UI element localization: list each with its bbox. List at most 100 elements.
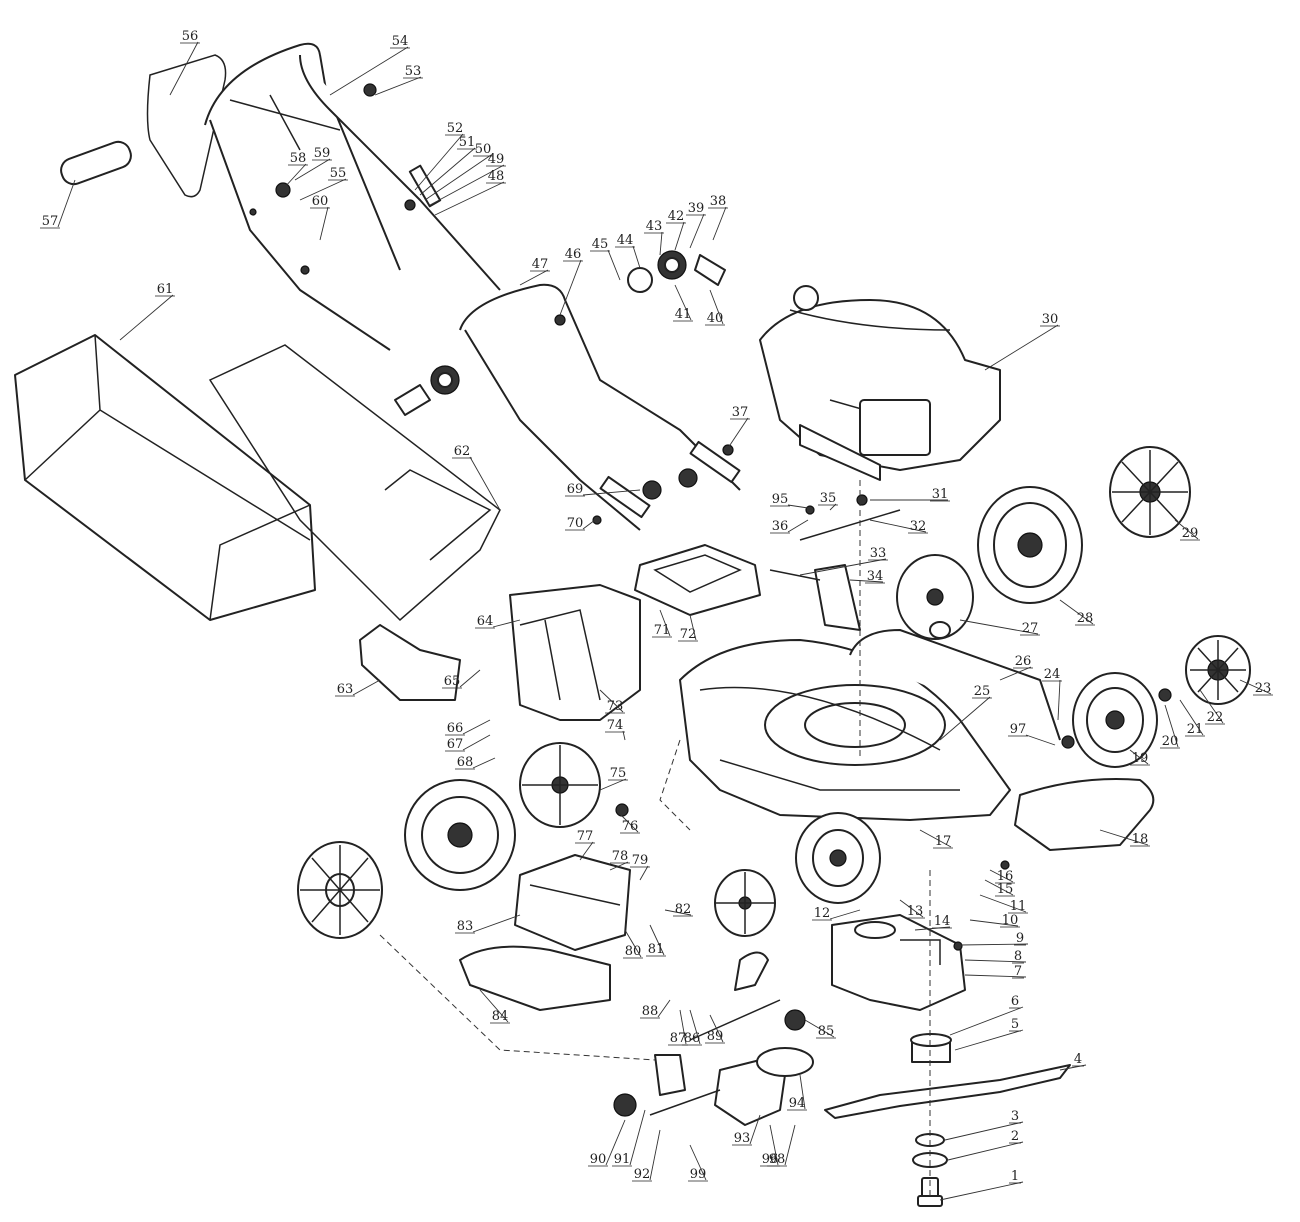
callout-84: 84 (492, 1009, 509, 1024)
leader-line-5 (954, 1029, 1024, 1051)
callout-78: 78 (612, 849, 629, 864)
leader-line-9 (959, 943, 1029, 946)
callout-17: 17 (935, 834, 952, 849)
callout-72: 72 (680, 627, 697, 642)
leader-line-85 (804, 1019, 835, 1038)
leader-line-34 (849, 579, 884, 583)
callout-67: 67 (447, 737, 464, 752)
callout-48: 48 (488, 169, 505, 184)
leader-line-26 (999, 666, 1032, 681)
callout-43: 43 (646, 219, 663, 234)
leader-line-56 (169, 41, 199, 96)
callout-12: 12 (814, 906, 831, 921)
leader-line-32 (869, 519, 927, 533)
leader-line-58 (283, 163, 307, 189)
callout-85: 85 (818, 1024, 835, 1039)
leader-line-17 (919, 829, 952, 848)
callout-42: 42 (668, 209, 685, 224)
callout-90: 90 (590, 1152, 607, 1167)
leader-line-48 (434, 181, 505, 216)
leader-line-13 (899, 899, 924, 918)
callout-39: 39 (688, 201, 705, 216)
callout-99: 99 (690, 1167, 707, 1182)
leader-line-2 (947, 1141, 1024, 1161)
callout-46: 46 (565, 247, 582, 262)
callout-58: 58 (290, 151, 307, 166)
parts-drawing (14, 42, 1251, 1207)
callout-34: 34 (867, 569, 884, 584)
callout-26: 26 (1015, 654, 1032, 669)
foam-grip-57 (60, 140, 132, 186)
callout-49: 49 (488, 152, 505, 167)
leader-line-62 (469, 456, 501, 511)
leader-line-72 (689, 614, 697, 641)
mower-deck-25 (679, 639, 1011, 821)
leader-line-39 (689, 213, 705, 249)
callout-16: 16 (997, 869, 1014, 884)
callout-35: 35 (820, 491, 837, 506)
leader-line-50 (424, 154, 492, 201)
callout-21: 21 (1187, 722, 1204, 737)
callout-54: 54 (392, 34, 409, 49)
leader-line-21 (1179, 699, 1204, 736)
leader-line-20 (1164, 704, 1179, 748)
front-wheels (297, 742, 881, 939)
leader-line-82 (664, 909, 692, 916)
callout-20: 20 (1162, 734, 1179, 749)
callout-59: 59 (314, 146, 331, 161)
leader-line-84 (479, 989, 509, 1023)
callout-68: 68 (457, 755, 474, 770)
callout-4: 4 (1074, 1052, 1082, 1067)
callout-38: 38 (710, 194, 727, 209)
leader-lines (57, 41, 1272, 1201)
callout-94: 94 (789, 1096, 806, 1111)
callout-50: 50 (475, 142, 492, 157)
callout-93: 93 (734, 1131, 751, 1146)
callout-52: 52 (447, 121, 464, 136)
leader-line-73 (599, 689, 624, 713)
callout-89: 89 (707, 1029, 724, 1044)
callout-32: 32 (910, 519, 927, 534)
callout-92: 92 (634, 1167, 651, 1182)
leader-line-46 (559, 259, 582, 316)
leader-line-60 (319, 206, 329, 241)
callout-8: 8 (1014, 949, 1022, 964)
callout-28: 28 (1077, 611, 1094, 626)
leader-line-33 (799, 558, 887, 576)
leader-line-19 (1129, 749, 1149, 765)
leader-line-14 (914, 926, 951, 931)
leader-line-28 (1059, 599, 1094, 625)
callout-19: 19 (1132, 751, 1149, 766)
leader-line-94 (799, 1074, 806, 1110)
callout-18: 18 (1132, 832, 1149, 847)
callout-41: 41 (675, 307, 692, 322)
callout-83: 83 (457, 919, 474, 934)
rear-wheel-right (1072, 635, 1251, 768)
callout-63: 63 (337, 682, 354, 697)
callout-5: 5 (1011, 1017, 1019, 1032)
callout-81: 81 (648, 942, 665, 957)
leader-line-36 (787, 519, 809, 533)
leader-line-59 (294, 158, 331, 181)
leader-line-7 (964, 974, 1027, 978)
leader-line-54 (329, 46, 409, 96)
leader-line-90 (605, 1119, 626, 1166)
callout-37: 37 (732, 405, 749, 420)
callout-86: 86 (684, 1031, 701, 1046)
callout-25: 25 (974, 684, 991, 699)
leader-line-43 (659, 231, 663, 256)
leader-line-97 (1025, 734, 1056, 746)
callout-70: 70 (567, 516, 584, 531)
callout-73: 73 (607, 699, 624, 714)
callout-15: 15 (997, 882, 1014, 897)
leader-line-64 (492, 619, 521, 628)
leader-line-10 (969, 919, 1019, 927)
leader-line-61 (119, 294, 174, 341)
callout-88: 88 (642, 1004, 659, 1019)
callout-6: 6 (1011, 994, 1019, 1009)
leader-line-96 (769, 1124, 779, 1166)
callout-45: 45 (592, 237, 609, 252)
leader-line-63 (352, 679, 381, 696)
callout-61: 61 (157, 282, 174, 297)
leader-line-53 (374, 76, 422, 96)
